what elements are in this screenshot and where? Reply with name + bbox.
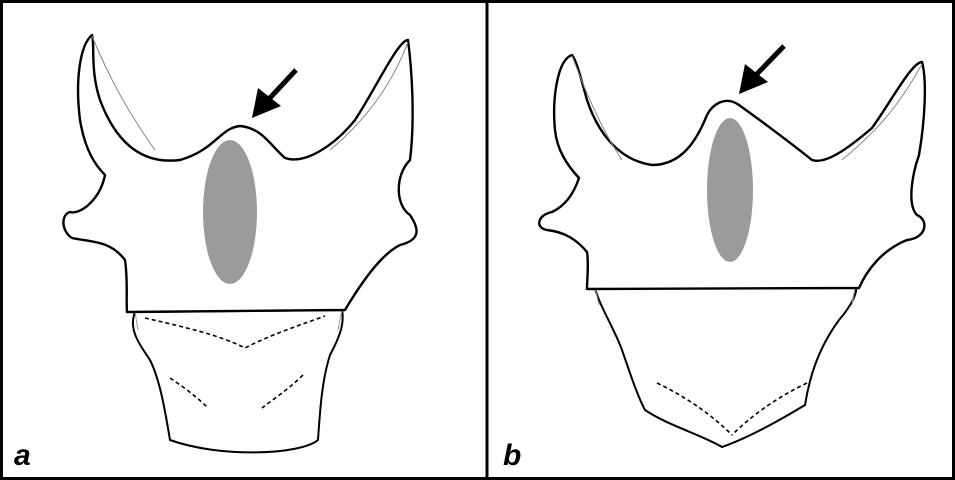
panel-a: a <box>0 0 487 480</box>
panel-label-b: b <box>503 441 521 471</box>
panel-b-drawing <box>487 0 955 480</box>
panel-label-a: a <box>14 441 31 471</box>
panel-a-drawing <box>0 0 487 480</box>
lower-plate <box>595 286 856 447</box>
arrow-down-left-icon <box>739 46 784 94</box>
lower-plate <box>133 310 343 452</box>
arrow-down-left-icon <box>252 70 296 118</box>
gray-spot <box>203 140 257 284</box>
gray-spot <box>707 118 753 262</box>
panel-b: b <box>487 0 955 480</box>
